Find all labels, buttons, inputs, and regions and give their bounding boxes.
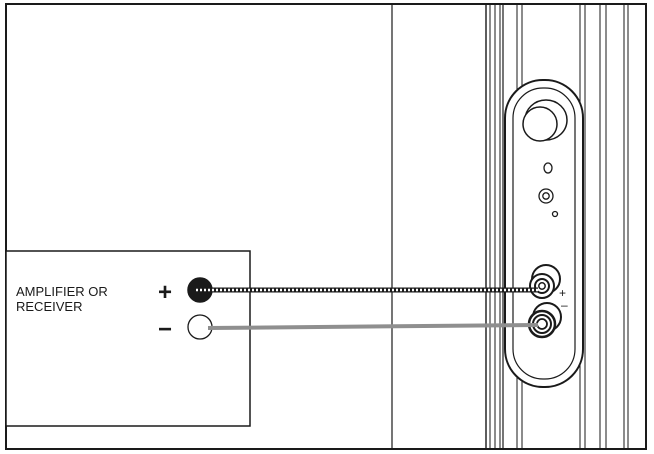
adjustment-screw-icon <box>538 162 559 218</box>
speaker-negative-sign: – <box>561 298 568 312</box>
negative-wire <box>207 323 539 330</box>
amplifier-label-line1: AMPLIFIER OR <box>16 284 108 299</box>
knob-icon <box>522 99 568 142</box>
outer-frame <box>5 3 647 450</box>
amplifier-box <box>5 250 251 427</box>
speaker-cabinet <box>485 4 629 449</box>
amplifier-positive-sign: + <box>158 279 172 306</box>
speaker-terminal-plate <box>504 79 584 388</box>
speaker-positive-sign: + <box>559 286 566 300</box>
amplifier-label-line2: RECEIVER <box>16 299 82 314</box>
amplifier-negative-sign: − <box>158 316 172 343</box>
speaker-positive-terminal-icon <box>529 264 561 299</box>
